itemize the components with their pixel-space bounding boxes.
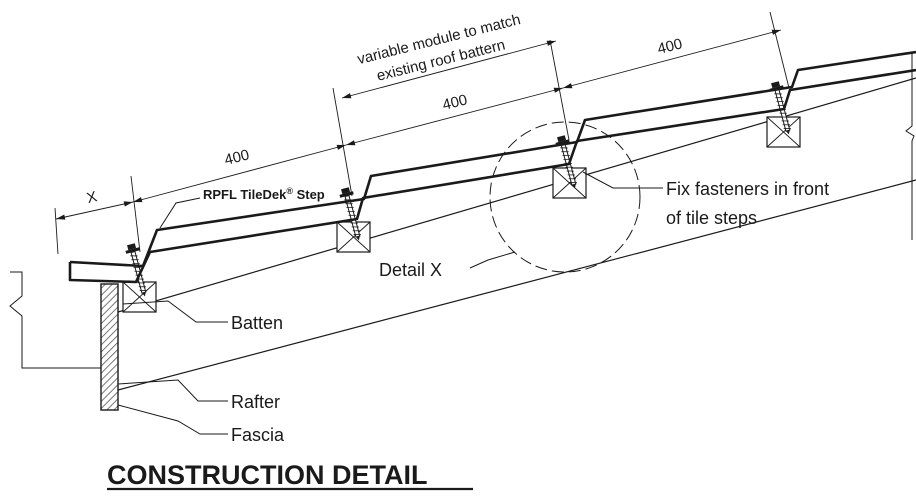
detail-x-circle (489, 121, 641, 273)
dimension-arrowhead (771, 29, 781, 35)
batten-group (122, 116, 801, 313)
batten (336, 221, 371, 253)
dimension-module-1: 400 (223, 146, 251, 169)
dimension-arrowhead (553, 87, 563, 93)
extension-lines (54, 11, 790, 255)
dimension-arrowhead (336, 144, 346, 150)
dimension-arrowheads (56, 29, 781, 220)
dimension-module-3: 400 (656, 35, 684, 58)
fasteners-label-line1: Fix fasteners in front (666, 179, 829, 199)
dimension-arrowhead (342, 93, 352, 99)
section-break-right (905, 52, 915, 240)
batten-label: Batten (231, 313, 283, 333)
dimension-arrowhead (133, 197, 143, 203)
dimension-arrowhead (563, 83, 573, 89)
dimension-arrowhead (546, 40, 556, 46)
dimension-arrowhead (123, 201, 133, 207)
annotation-labels: RPFL TileDek® Step Fix fasteners in fron… (203, 179, 829, 445)
detail-x-label: Detail X (379, 260, 442, 280)
dimension-lines (55, 29, 782, 220)
tiledek-step-sheet (68, 50, 916, 284)
dimension-arrowhead (346, 140, 356, 146)
leader-lines (117, 171, 663, 435)
drawing-title: CONSTRUCTION DETAIL (107, 460, 427, 490)
dimension-module-2: 400 (441, 91, 469, 114)
fascia-label: Fascia (231, 425, 285, 445)
dimension-x-label: X (85, 188, 99, 207)
dimension-arrowhead (56, 214, 66, 220)
fascia-board (100, 283, 119, 411)
fasteners-label-line2: of tile steps (666, 208, 757, 228)
wall-break-line (9, 271, 101, 369)
rafter-label: Rafter (231, 392, 280, 412)
product-label: RPFL TileDek® Step (203, 186, 325, 202)
